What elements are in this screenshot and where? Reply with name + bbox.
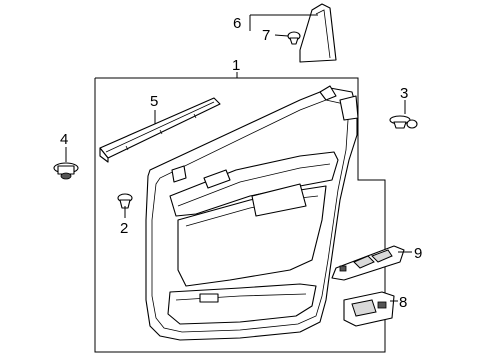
door-trim-panel [145, 85, 359, 341]
weatherstrip-part [99, 97, 221, 163]
callout-1: 1 [232, 57, 240, 74]
callout-8: 8 [399, 294, 407, 311]
clip-part-4 [53, 162, 79, 180]
leader-lines [65, 14, 412, 302]
push-clip-part-3 [389, 115, 418, 129]
panel-outline-box [94, 77, 386, 353]
window-switch-part [331, 245, 405, 281]
callout-5: 5 [150, 93, 158, 110]
callout-9: 9 [414, 245, 422, 262]
clip-part-7 [287, 31, 301, 45]
switch-bezel-part [343, 291, 395, 327]
screw-part-2 [117, 193, 133, 209]
callout-3: 3 [400, 85, 408, 102]
callout-6: 6 [233, 15, 241, 32]
callout-4: 4 [60, 131, 68, 148]
corner-garnish-part [299, 3, 337, 63]
callout-2: 2 [120, 220, 128, 237]
callout-7: 7 [262, 27, 270, 44]
